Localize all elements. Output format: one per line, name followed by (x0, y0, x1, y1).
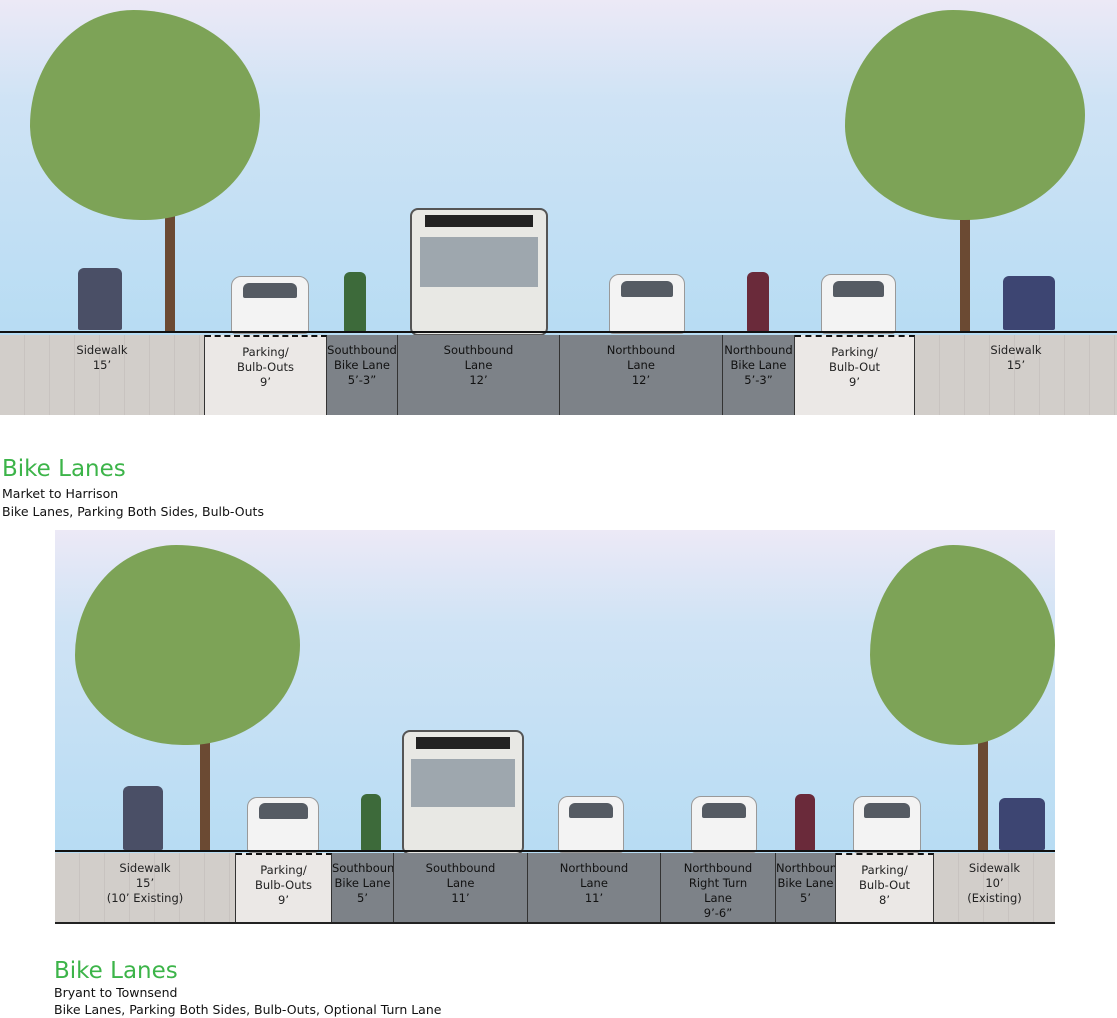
pedestrians-icon (1003, 276, 1055, 330)
caption-description: Bike Lanes, Parking Both Sides, Bulb-Out… (54, 1002, 442, 1017)
tree-icon (840, 10, 1090, 332)
bus-icon (402, 730, 524, 855)
segment-northbound-lane: Northbound Lane 12’ (560, 335, 723, 415)
segment-sidewalk-east: Sidewalk 10’ (Existing) (934, 853, 1055, 922)
lane-label-row: Sidewalk 15’ Parking/ Bulb-Outs 9’ South… (0, 335, 1117, 415)
cross-section-market-to-harrison: Sidewalk 15’ Parking/ Bulb-Outs 9’ South… (0, 0, 1117, 415)
segment-sidewalk-west: Sidewalk 15’ (0, 335, 205, 415)
parked-car-icon (853, 796, 921, 853)
parked-car-icon (247, 797, 319, 853)
segment-southbound-bike-lane: Southbound Bike Lane 5’ (332, 853, 394, 922)
segment-northbound-right-turn-lane: Northbound Right Turn Lane 9’-6” (661, 853, 776, 922)
curb-line (55, 850, 1055, 852)
cyclist-icon (747, 272, 769, 332)
segment-northbound-lane: Northbound Lane 11’ (528, 853, 661, 922)
pedestrians-icon (123, 786, 163, 850)
cyclist-icon (344, 272, 366, 332)
caption-title: Bike Lanes (2, 456, 126, 482)
segment-southbound-bike-lane: Southbound Bike Lane 5’-3” (327, 335, 398, 415)
tree-icon (75, 545, 305, 852)
segment-parking-west: Parking/ Bulb-Outs 9’ (205, 335, 327, 415)
caption-location: Bryant to Townsend (54, 985, 178, 1000)
segment-parking-west: Parking/ Bulb-Outs 9’ (236, 853, 332, 922)
cyclist-icon (795, 794, 815, 851)
parked-car-icon (231, 276, 309, 334)
tree-icon (870, 545, 1055, 852)
tree-icon (20, 10, 270, 332)
caption-title: Bike Lanes (54, 958, 178, 984)
pedestrians-icon (78, 268, 122, 330)
car-icon (558, 796, 624, 853)
cross-section-bryant-to-townsend: Sidewalk 15’ (10’ Existing) Parking/ Bul… (55, 530, 1055, 924)
parked-car-icon (821, 274, 896, 334)
segment-northbound-bike-lane: Northbound Bike Lane 5’-3” (723, 335, 795, 415)
caption-location: Market to Harrison (2, 486, 119, 501)
caption-description: Bike Lanes, Parking Both Sides, Bulb-Out… (2, 504, 264, 519)
segment-parking-east: Parking/ Bulb-Out 9’ (795, 335, 915, 415)
lane-label-row: Sidewalk 15’ (10’ Existing) Parking/ Bul… (55, 853, 1055, 924)
segment-parking-east: Parking/ Bulb-Out 8’ (836, 853, 934, 922)
bus-icon (410, 208, 548, 336)
cyclist-icon (361, 794, 381, 851)
pedestrians-icon (999, 798, 1045, 850)
segment-southbound-lane: Southbound Lane 12’ (398, 335, 560, 415)
car-icon (691, 796, 757, 853)
segment-sidewalk-east: Sidewalk 15’ (915, 335, 1117, 415)
segment-southbound-lane: Southbound Lane 11’ (394, 853, 528, 922)
segment-northbound-bike-lane: Northbound Bike Lane 5’ (776, 853, 836, 922)
curb-line (0, 331, 1117, 333)
segment-sidewalk-west: Sidewalk 15’ (10’ Existing) (55, 853, 236, 922)
car-icon (609, 274, 685, 334)
